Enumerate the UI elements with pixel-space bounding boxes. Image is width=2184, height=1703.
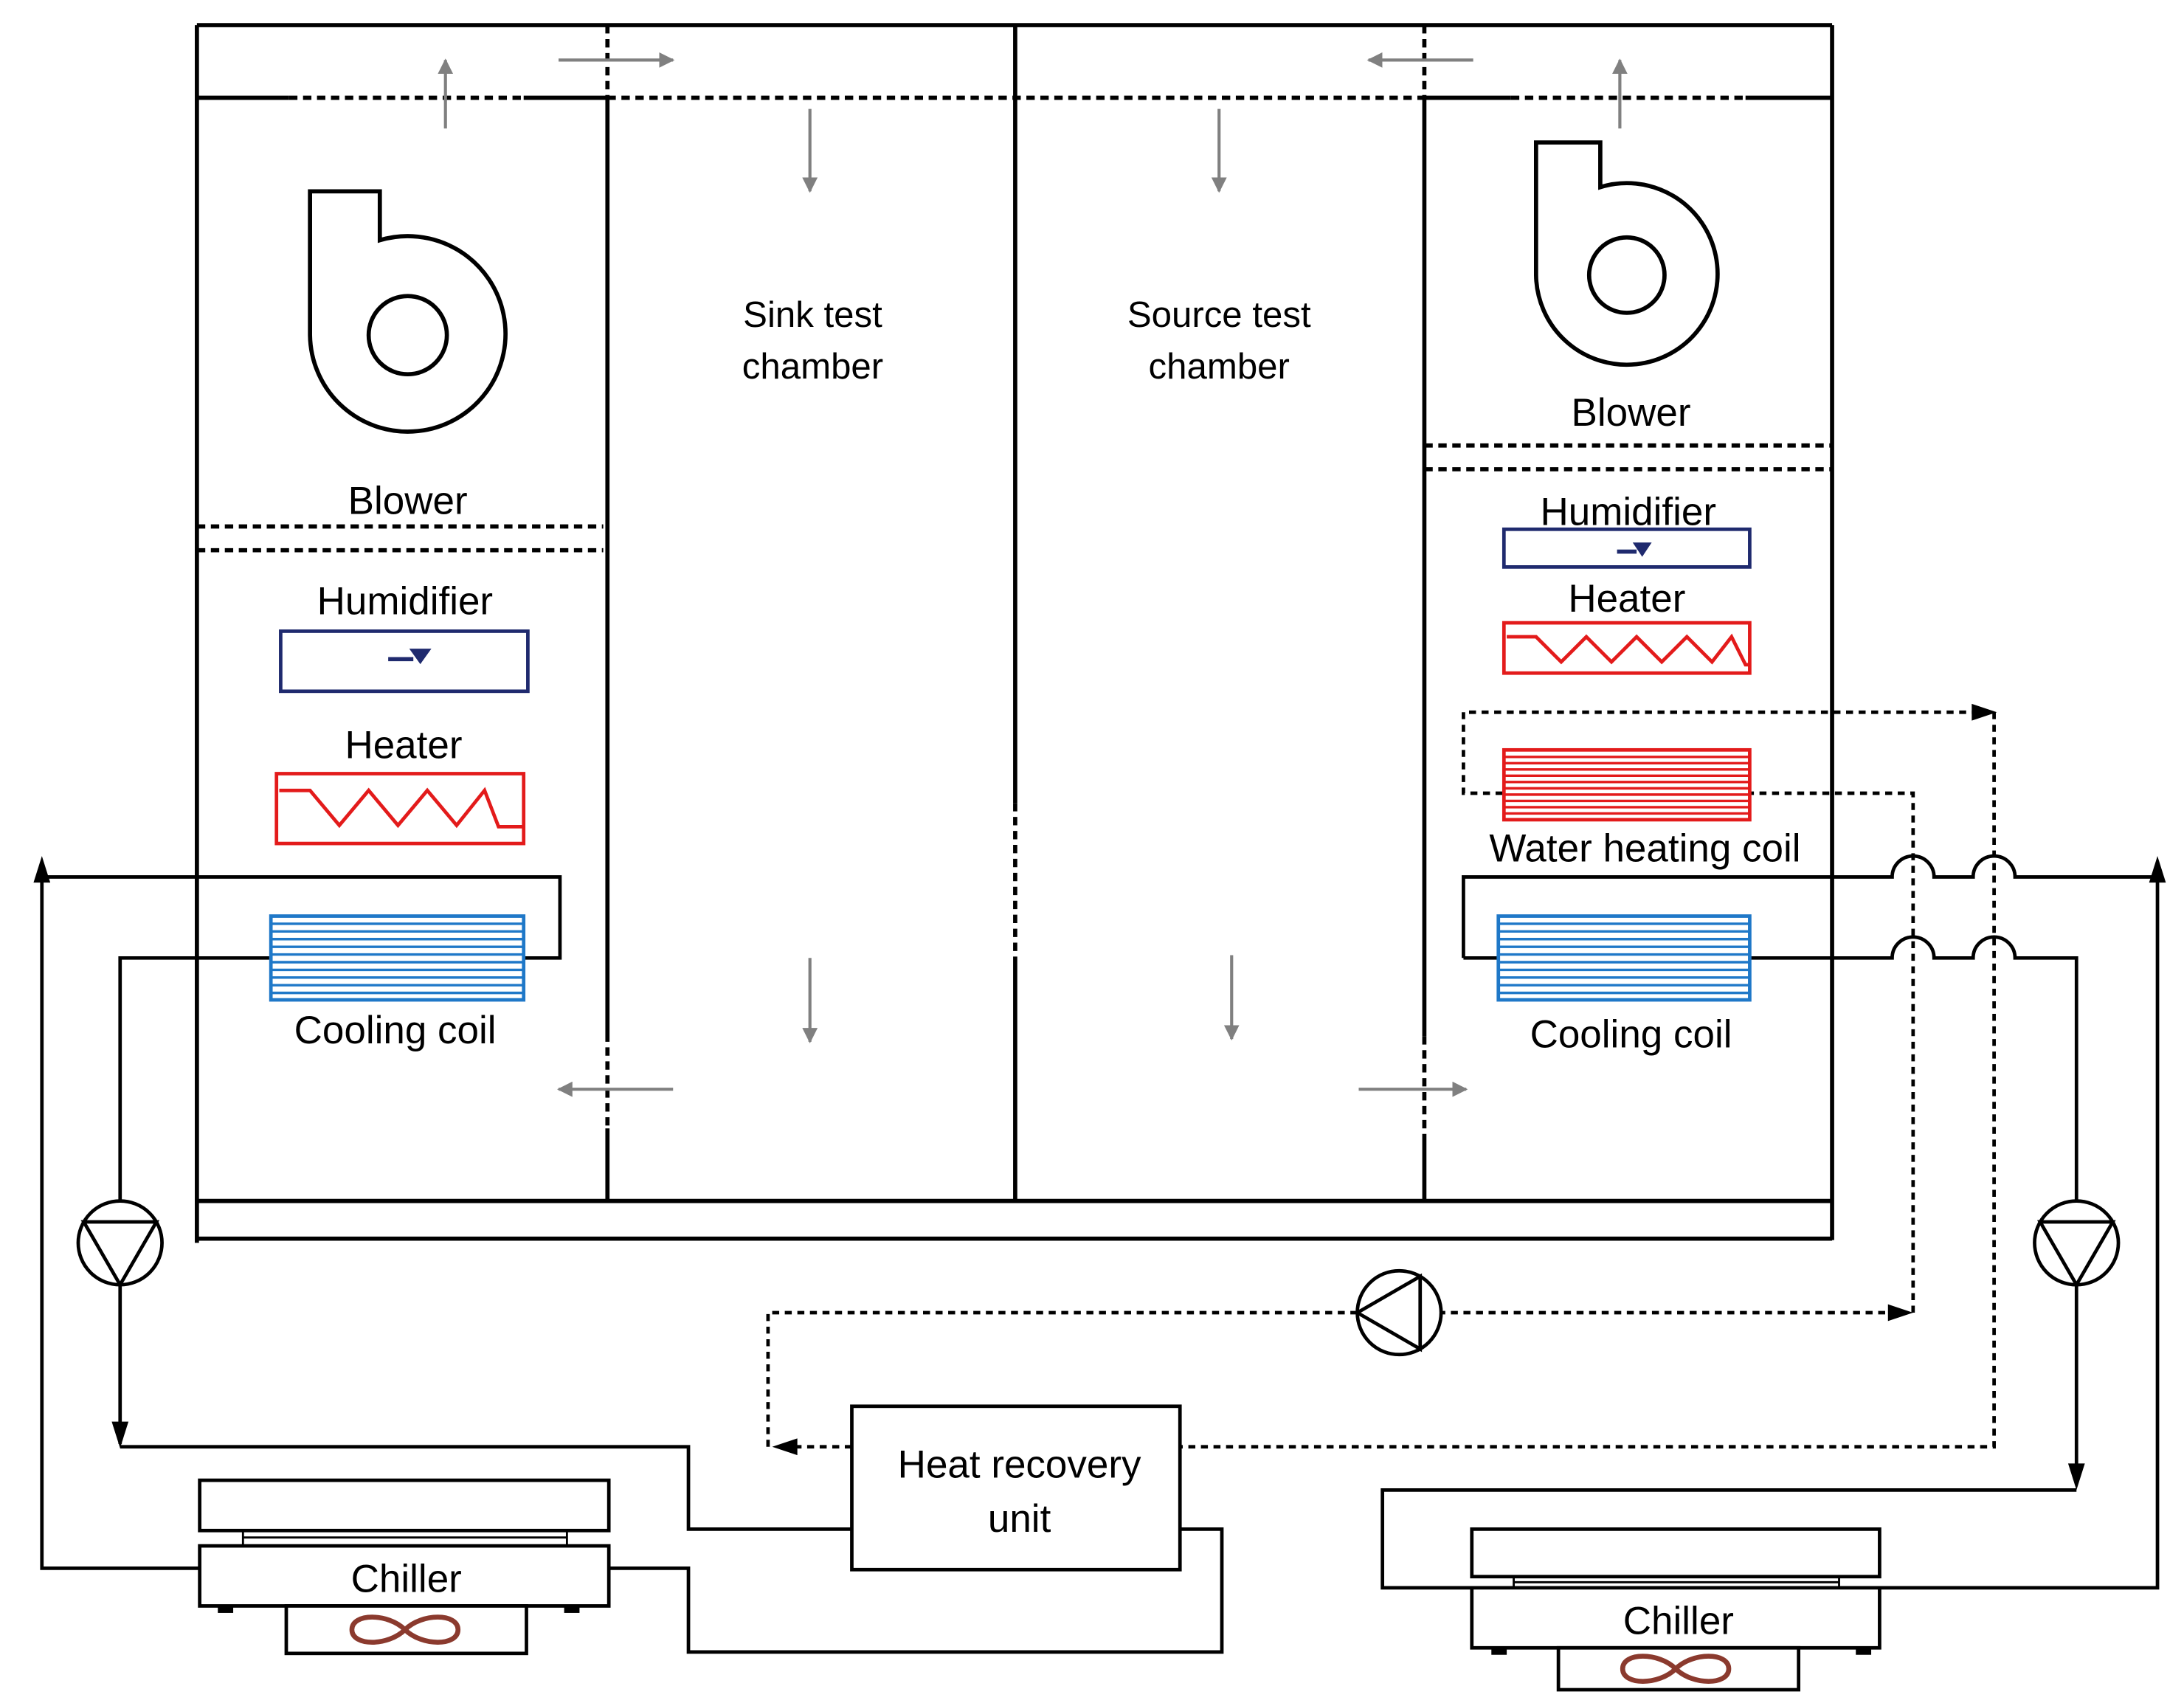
right-conditioning-unit (1496, 140, 1752, 1002)
right-cooling-coil-fins (1498, 922, 1750, 995)
source-chamber-label-line1: Source test (1127, 294, 1311, 335)
water-heating-coil-label: Water heating coil (1489, 827, 1800, 871)
left-blower-label: Blower (348, 479, 468, 522)
right-chiller-spacer (1513, 1576, 1840, 1588)
chilled-water-piping (33, 854, 2166, 1654)
left-chiller (198, 1478, 611, 1656)
left-chiller-foot-b (564, 1606, 580, 1613)
right-blower-impeller (1586, 235, 1667, 315)
sink-chamber-label-line2: chamber (742, 346, 883, 387)
arrowhead-up-left-supply (33, 856, 51, 883)
left-chiller-foot-a (218, 1606, 234, 1613)
right-heater-label: Heater (1568, 577, 1685, 621)
left-conditioning-unit (269, 189, 530, 1002)
right-chiller-foot-b (1856, 1648, 1872, 1655)
right-humidifier-box (1502, 527, 1752, 569)
right-cooling-coil-label: Cooling coil (1530, 1012, 1732, 1056)
heat-recovery-unit (850, 1404, 1182, 1572)
right-chiller-fan-icon (1620, 1654, 1732, 1684)
arrowhead-up-right-supply (2149, 856, 2166, 883)
left-cooling-coil-box (269, 914, 526, 1002)
right-heater-element (1507, 633, 1750, 667)
left-heater-box (274, 772, 526, 846)
arrowhead-down-right-return (2067, 1463, 2085, 1490)
heat-recovery-unit-label-line1: Heat recovery (898, 1443, 1141, 1486)
right-chiller-foot-a (1491, 1648, 1507, 1655)
right-humidifier-nozzle-icon (1617, 542, 1652, 557)
left-chiller-body (198, 1544, 611, 1608)
left-chiller-supply-pipe (40, 875, 562, 1570)
right-cooling-coil-box (1496, 914, 1752, 1002)
right-chiller-label: Chiller (1623, 1599, 1734, 1642)
left-cooling-coil-label: Cooling coil (294, 1009, 497, 1052)
right-chiller-return-pipe (1463, 935, 2078, 1483)
airflow-arrows (438, 52, 1628, 1097)
left-pump-triangle (80, 1220, 160, 1288)
arrowhead-left-unit-outlet (772, 1438, 798, 1456)
left-chiller-top-plate (198, 1478, 611, 1533)
right-chiller-top-plate (1470, 1527, 1881, 1579)
heat-recovery-loop-pump-line (766, 1310, 1902, 1447)
heat-recovery-loop-coil-inlet (1462, 710, 1975, 1313)
left-humidifier-label: Humidifier (317, 580, 493, 623)
right-pump-triangle (2036, 1220, 2116, 1288)
left-chiller-return-pipe (120, 1445, 852, 1531)
left-blower-impeller (366, 294, 449, 377)
water-heating-coil-fins (1504, 756, 1750, 815)
heat-recovery-unit-label-line2: unit (988, 1497, 1051, 1541)
left-humidifier-nozzle-icon (388, 649, 432, 665)
right-blower-label: Blower (1572, 391, 1691, 435)
arrowhead-right-pump-discharge (1887, 1304, 1913, 1322)
source-chamber-label-line2: chamber (1149, 346, 1290, 387)
left-heater-element (279, 787, 524, 829)
heat-recovery-unit-box (850, 1404, 1182, 1572)
chamber-structure (195, 23, 1834, 1243)
left-chiller-spacer (241, 1530, 568, 1547)
heat-recovery-pump-triangle (1353, 1273, 1423, 1353)
arrowhead-down-left-return (111, 1421, 129, 1448)
left-chiller-label: Chiller (351, 1558, 462, 1601)
labels: Sink test chamber Source test chamber Bl… (294, 294, 1801, 1642)
right-chiller-supply-pipe (1380, 854, 2160, 1590)
pumps (76, 1199, 2121, 1357)
heat-recovery-loop (766, 703, 1997, 1456)
arrowhead-right-heating-supply (1972, 703, 1997, 721)
water-heating-coil-box (1502, 747, 1752, 822)
left-chiller-fan-icon (349, 1614, 461, 1645)
left-cooling-coil-fins (271, 922, 524, 995)
right-chiller (1470, 1527, 1881, 1692)
heat-recovery-loop-return (1180, 712, 1996, 1449)
left-heater-label: Heater (345, 724, 462, 767)
sink-chamber-label-line1: Sink test (743, 294, 882, 335)
heat-recovery-return-pipe (610, 1527, 1224, 1654)
right-humidifier-label: Humidifier (1541, 491, 1716, 534)
